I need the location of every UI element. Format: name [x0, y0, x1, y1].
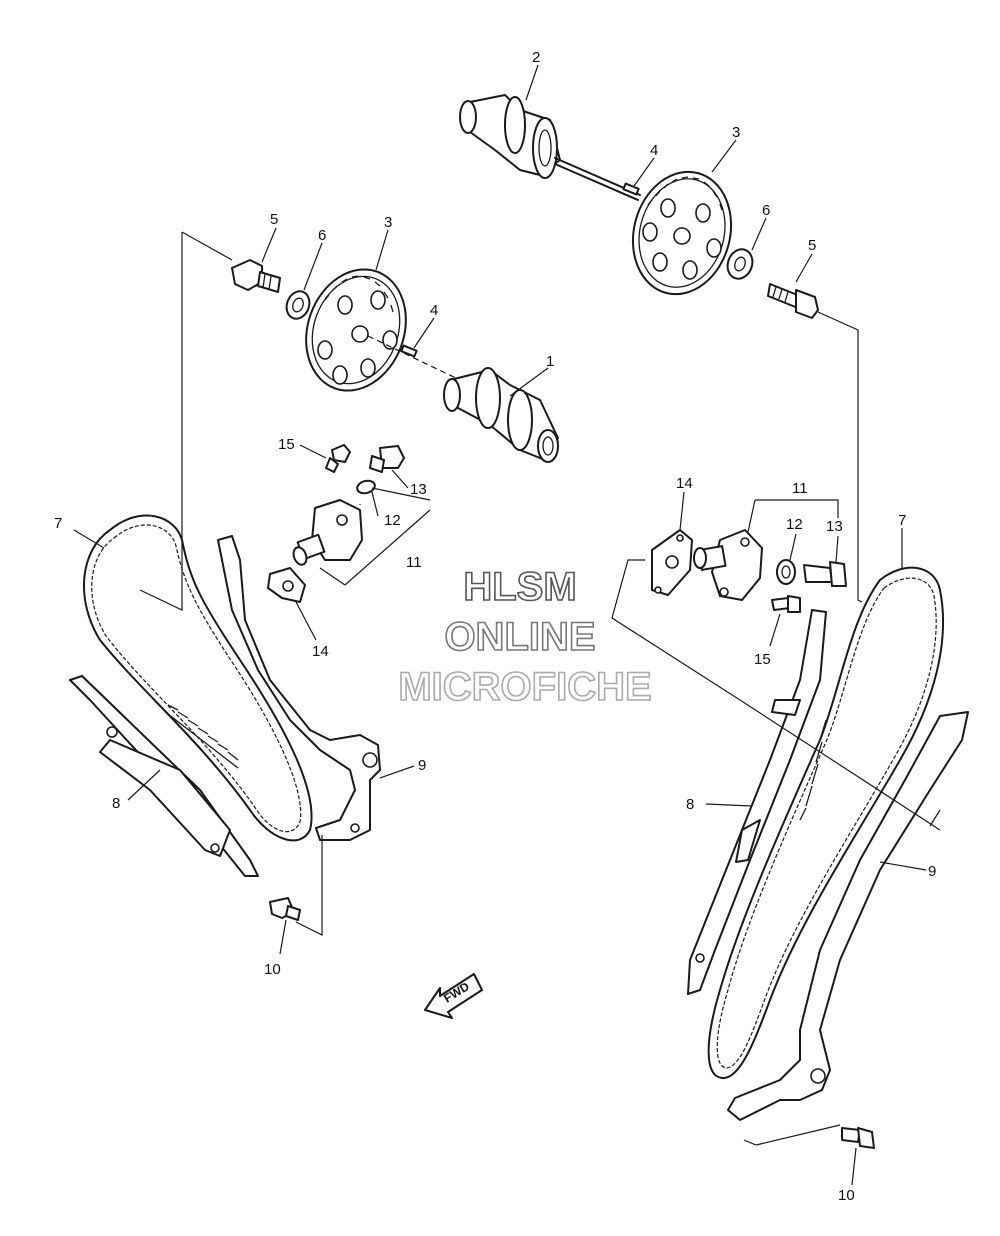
callout-7-left: 7 — [54, 515, 62, 532]
callout-6-left: 6 — [318, 227, 326, 244]
tensioner-gasket-small-left[interactable] — [356, 479, 376, 495]
chain-guide-left[interactable] — [69, 675, 259, 877]
callout-15-right: 15 — [754, 651, 771, 668]
cam-chain-left[interactable] — [83, 514, 313, 842]
callout-14-left: 14 — [312, 643, 329, 660]
tensioner-bolt-right[interactable] — [771, 595, 801, 613]
dowel-pin-top-left[interactable] — [400, 344, 418, 358]
callout-15-left: 15 — [278, 436, 295, 453]
callout-13-right: 13 — [826, 518, 843, 535]
callout-6-right: 6 — [762, 202, 770, 219]
callout-7-right: 7 — [898, 512, 906, 529]
tensioner-gasket-right[interactable] — [651, 529, 693, 596]
chain-tensioner-arm-right[interactable] — [727, 711, 969, 1121]
chain-links-left — [167, 704, 239, 769]
callout-11-right: 11 — [792, 480, 808, 497]
callout-2: 2 — [532, 49, 540, 66]
callout-9-left: 9 — [418, 757, 426, 774]
callout-13-left: 13 — [410, 481, 427, 498]
cam-chain-tensioner-right[interactable] — [693, 529, 763, 601]
callout-numbers: 2 3 4 6 5 5 6 3 4 1 15 13 12 11 14 7 8 9… — [54, 49, 936, 1204]
callout-5-left: 5 — [270, 211, 278, 228]
chain-guide-right[interactable] — [687, 609, 827, 995]
washer-top-left[interactable] — [283, 288, 313, 322]
camshaft-intake[interactable] — [443, 367, 559, 463]
tensioner-gasket-left[interactable] — [267, 567, 306, 603]
callout-10-left: 10 — [264, 961, 281, 978]
callout-10-right: 10 — [838, 1187, 855, 1204]
callout-5-right: 5 — [808, 237, 816, 254]
tensioner-bolt-left[interactable] — [325, 444, 351, 473]
tensioner-cap-bolt-left[interactable] — [369, 445, 405, 473]
tensioner-cap-bolt-right[interactable] — [803, 561, 847, 587]
callout-14-right: 14 — [676, 475, 693, 492]
guide-bolt-right[interactable] — [841, 1127, 875, 1149]
callout-12-left: 12 — [384, 512, 401, 529]
watermark: HLSM ONLINE MICROFICHE — [398, 564, 653, 710]
watermark-line-3: MICROFICHE — [398, 665, 651, 709]
cam-sprocket-top-left[interactable] — [290, 255, 423, 404]
washer-top-right[interactable] — [724, 246, 757, 282]
tensioner-gasket-small-right[interactable] — [776, 559, 796, 585]
camshaft-exhaust[interactable] — [459, 94, 641, 201]
watermark-line-2: ONLINE — [444, 615, 595, 659]
dowel-pin-top-right[interactable] — [622, 182, 640, 196]
callout-12-right: 12 — [786, 516, 803, 533]
bolt-top-left[interactable] — [231, 259, 281, 293]
cam-sprocket-top-right[interactable] — [620, 161, 745, 306]
callout-8-right: 8 — [686, 796, 694, 813]
callout-4-left: 4 — [430, 302, 438, 319]
callout-11-left: 11 — [406, 554, 422, 571]
chain-tensioner-arm-left[interactable] — [217, 535, 381, 841]
reference-lines — [73, 64, 941, 1186]
chain-links-right — [799, 719, 827, 821]
cam-chain-right[interactable] — [707, 566, 945, 1080]
guide-bolt-left[interactable] — [269, 897, 301, 921]
callout-1: 1 — [546, 353, 554, 370]
callout-8-left: 8 — [112, 795, 120, 812]
bolt-top-right[interactable] — [767, 283, 819, 319]
callout-3-left: 3 — [384, 214, 392, 231]
callout-3-right: 3 — [732, 124, 740, 141]
cam-chain-tensioner-left[interactable] — [291, 499, 363, 567]
forward-direction-arrow: FWD — [424, 973, 483, 1019]
callout-4-right: 4 — [650, 142, 658, 159]
callout-9-right: 9 — [928, 863, 936, 880]
watermark-line-1: HLSM — [463, 565, 576, 609]
